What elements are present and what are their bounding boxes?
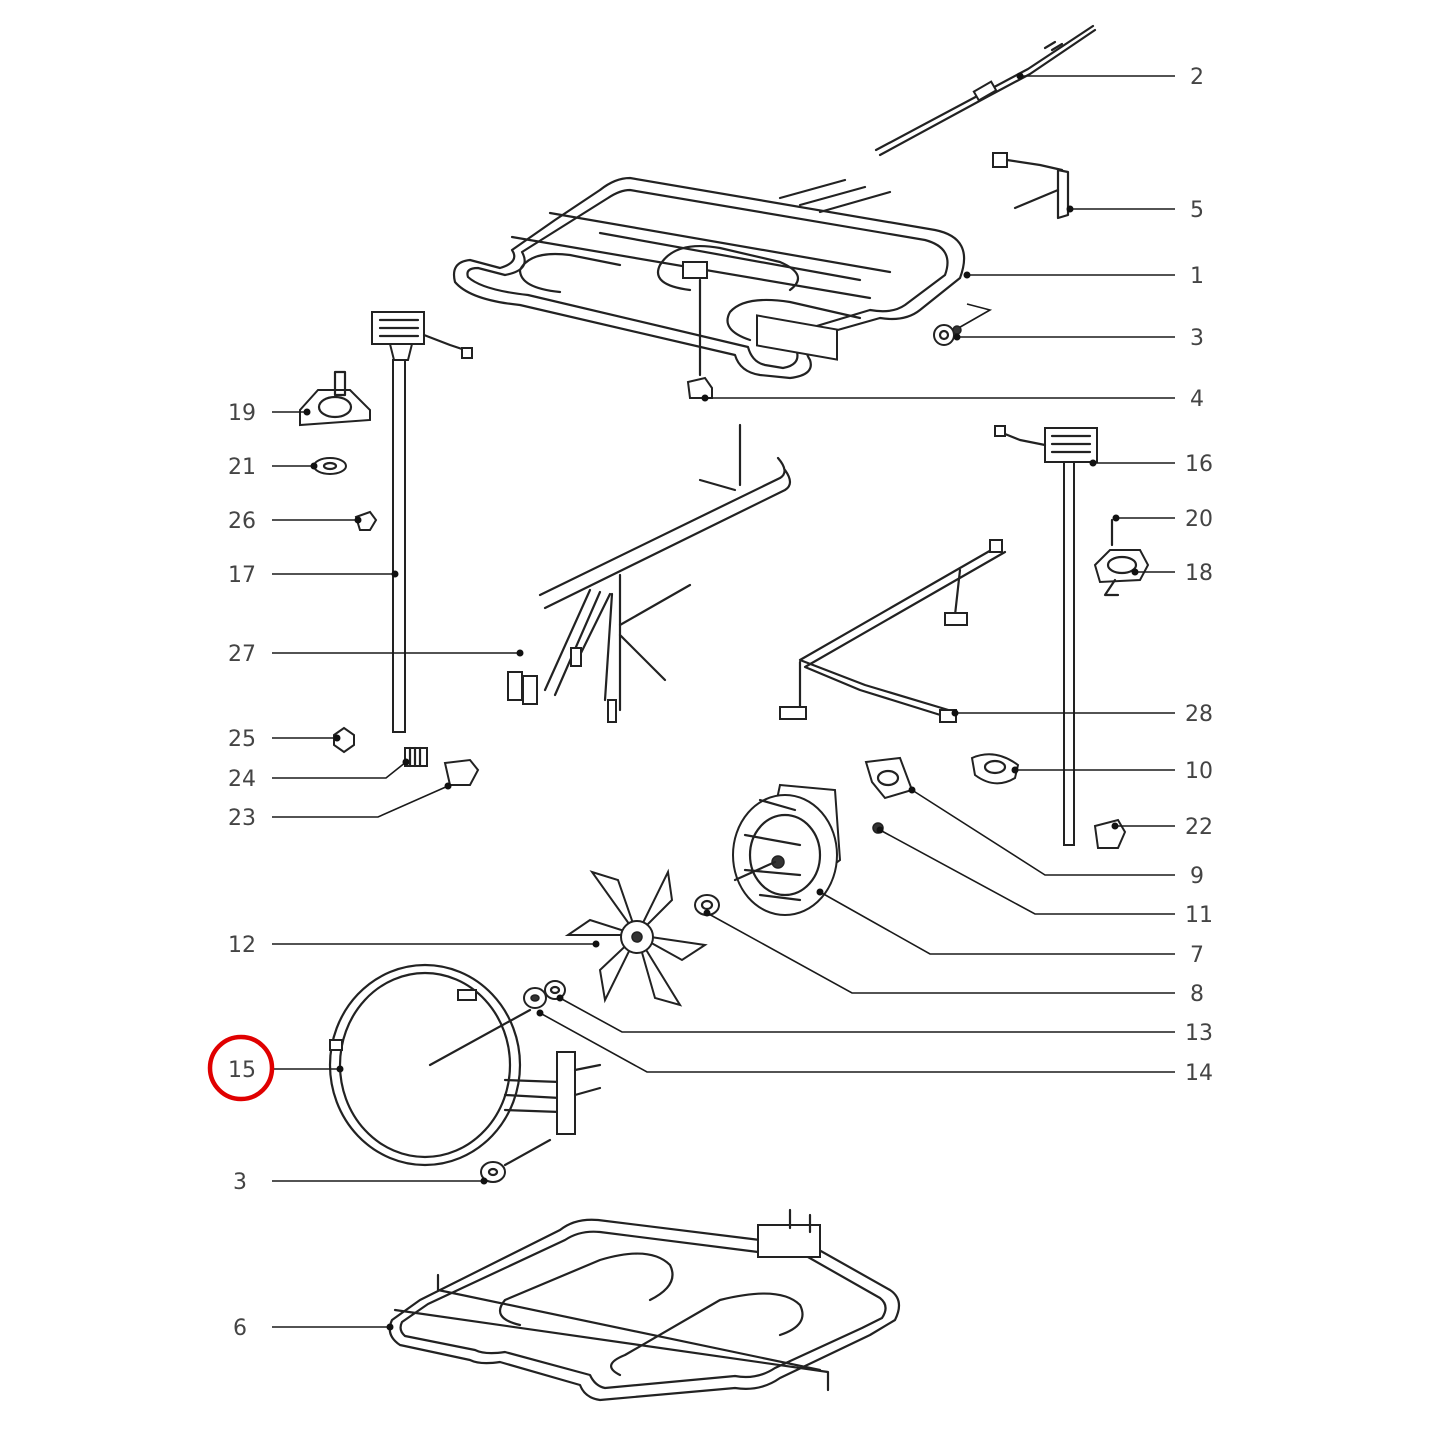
callout-22[interactable]: 22	[1185, 815, 1213, 840]
part-6-bottom-element	[388, 1208, 901, 1402]
callout-1[interactable]: 1	[1190, 264, 1204, 289]
part-17-thermostat	[371, 311, 473, 733]
callout-3-top[interactable]: 3	[1190, 326, 1204, 351]
callout-24[interactable]: 24	[228, 767, 256, 792]
callout-2[interactable]: 2	[1190, 65, 1204, 90]
part-28-wiring	[779, 539, 1007, 723]
part-21-washer	[313, 457, 347, 475]
callout-11[interactable]: 11	[1185, 903, 1213, 928]
part-1-grill-element	[452, 176, 993, 380]
part-2-probe	[874, 24, 1097, 157]
callout-27[interactable]: 27	[228, 642, 256, 667]
callout-16[interactable]: 16	[1185, 452, 1213, 477]
part-15-circular-element	[328, 963, 602, 1167]
part-26-screw	[354, 510, 378, 531]
callout-7[interactable]: 7	[1190, 943, 1204, 968]
part-19-bracket	[299, 370, 371, 427]
callout-19[interactable]: 19	[228, 401, 256, 426]
part-4-clip	[686, 376, 713, 399]
part-18-bracket	[1093, 518, 1150, 597]
callout-4[interactable]: 4	[1190, 387, 1204, 412]
callout-9[interactable]: 9	[1190, 864, 1204, 889]
callout-26[interactable]: 26	[228, 509, 256, 534]
part-3-terminal	[933, 324, 962, 346]
highlight-ring	[207, 1034, 275, 1102]
callout-23[interactable]: 23	[228, 806, 256, 831]
callout-12[interactable]: 12	[228, 933, 256, 958]
part-8-spacer	[694, 894, 720, 916]
callout-10[interactable]: 10	[1185, 759, 1213, 784]
callout-15[interactable]: 15	[228, 1058, 256, 1083]
part-16-thermostat	[994, 425, 1098, 846]
part-22-bracket	[1093, 818, 1127, 849]
part-10-clamp	[970, 753, 1020, 785]
callout-3-lower[interactable]: 3	[233, 1170, 247, 1195]
callout-13[interactable]: 13	[1185, 1021, 1213, 1046]
callout-20[interactable]: 20	[1185, 507, 1213, 532]
part-27-wiring-harness	[507, 423, 792, 723]
part-24-spring	[404, 746, 428, 768]
part-3-terminal-lower	[480, 1138, 552, 1183]
callout-21[interactable]: 21	[228, 455, 256, 480]
callout-6[interactable]: 6	[233, 1316, 247, 1341]
callout-18[interactable]: 18	[1185, 561, 1213, 586]
part-25-nut	[333, 726, 355, 754]
callout-28[interactable]: 28	[1185, 702, 1213, 727]
part-14-nut	[523, 987, 547, 1009]
callout-numbers: 2 5 1 3 4 16 20 18 28 10 22 9 11 7 8 13 …	[228, 65, 1213, 1341]
part-12-fan-blade	[564, 868, 708, 1007]
callout-14[interactable]: 14	[1185, 1061, 1213, 1086]
part-9-clamp	[864, 756, 914, 800]
part-5-sensor	[992, 152, 1070, 220]
leader-dots	[303, 72, 1139, 1331]
part-23-cap	[443, 758, 480, 786]
callout-25[interactable]: 25	[228, 727, 256, 752]
leader-lines	[272, 75, 1175, 1328]
callout-17[interactable]: 17	[228, 563, 256, 588]
callout-5[interactable]: 5	[1190, 198, 1204, 223]
callout-8[interactable]: 8	[1190, 982, 1204, 1007]
part-7-fan-motor	[732, 783, 842, 916]
